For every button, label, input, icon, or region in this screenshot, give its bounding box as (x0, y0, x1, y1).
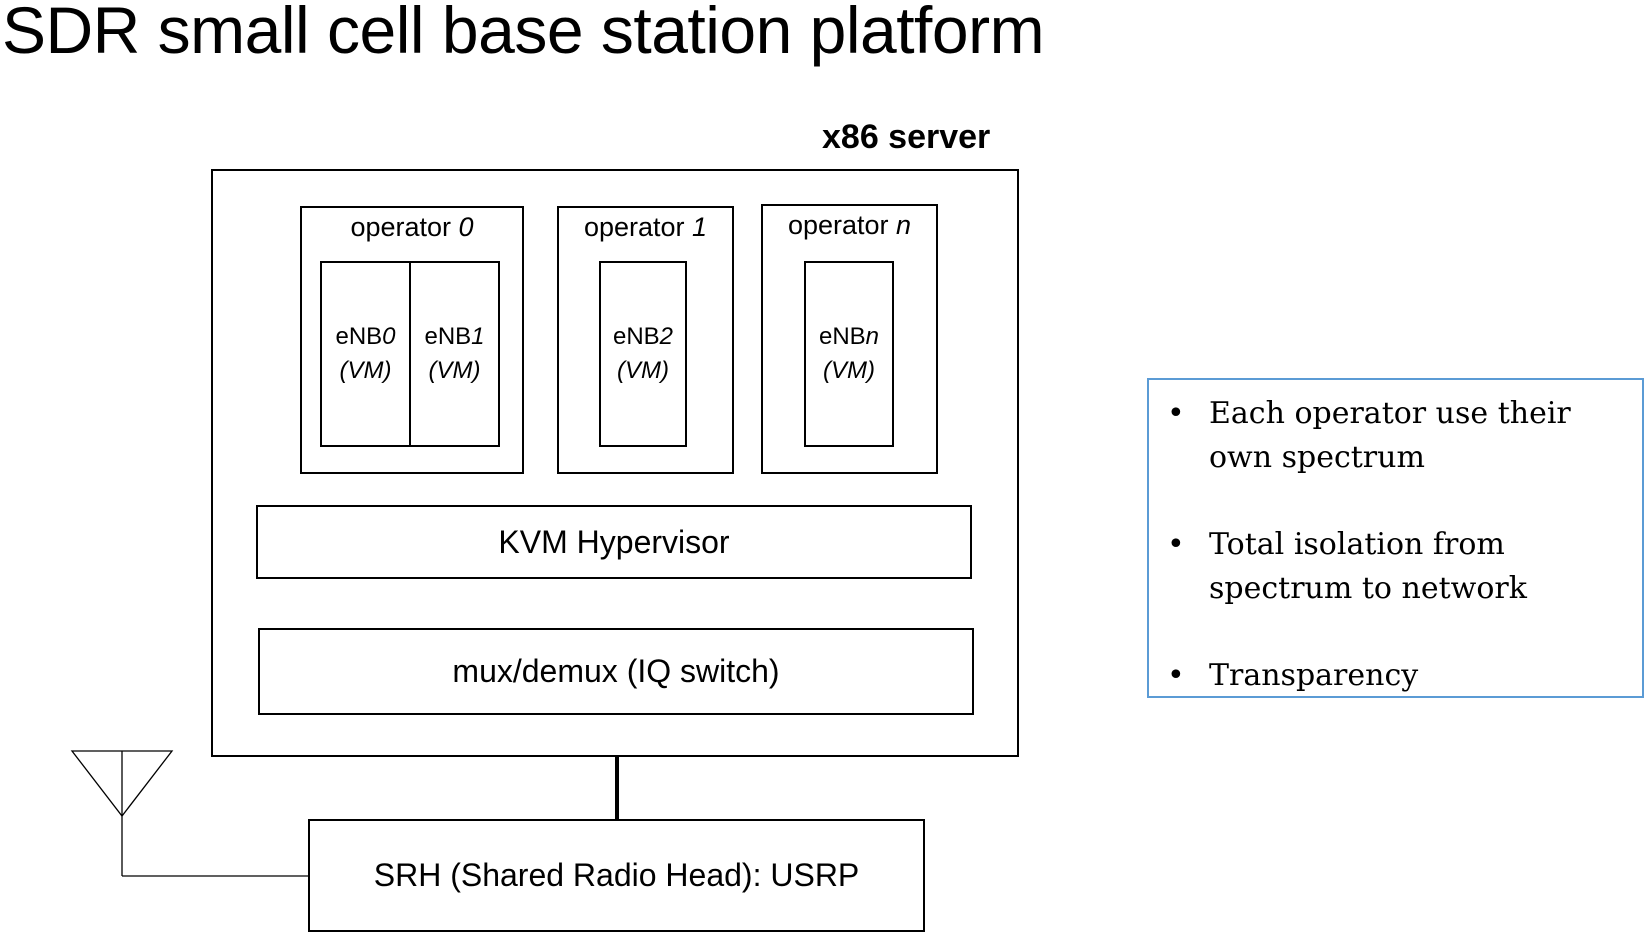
enb-vm-0: eNB0 (VM) (320, 261, 411, 447)
note-item: •Total isolation from spectrum to networ… (1167, 527, 1527, 606)
note-item: •Transparency (1167, 658, 1419, 693)
notes-list: •Each operator use their own spectrum •T… (1149, 380, 1642, 698)
note-item: •Each operator use their own spectrum (1167, 396, 1571, 475)
page-title: SDR small cell base station platform (2, 0, 1045, 67)
operator-label-n: operator n (787, 210, 912, 240)
srh-box: SRH (Shared Radio Head): USRP (308, 819, 925, 932)
notes-box: •Each operator use their own spectrum •T… (1147, 378, 1644, 698)
antenna-icon (70, 750, 310, 877)
enb-vm-1: eNB1 (VM) (409, 261, 500, 447)
hypervisor-box: KVM Hypervisor (256, 505, 972, 579)
mux-box: mux/demux (IQ switch) (258, 628, 974, 715)
operator-label-0: operator 0 (350, 212, 474, 242)
enb-vm-2: eNB2 (VM) (599, 261, 687, 447)
server-label: x86 server (822, 118, 991, 156)
enb-vm-n: eNBn (VM) (804, 261, 894, 447)
operator-label-1: operator 1 (583, 212, 708, 242)
